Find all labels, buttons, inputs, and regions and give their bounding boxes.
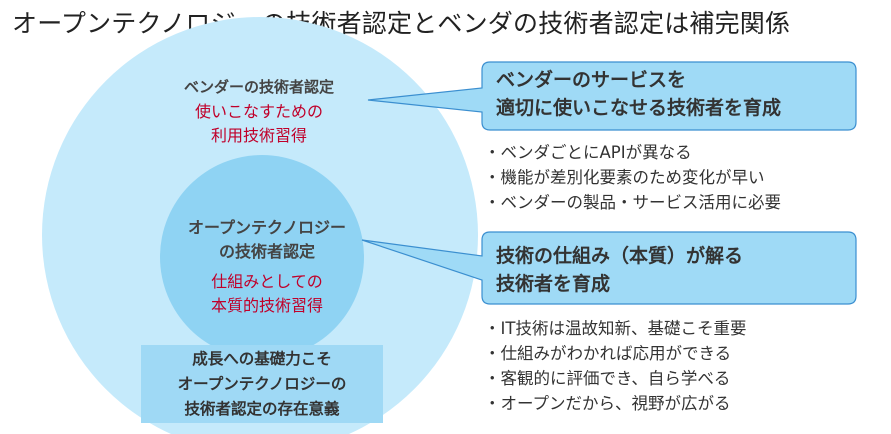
callout-vendor-line: 適切に使いこなせる技術者を育成 [496, 97, 782, 119]
callout-open-line: 技術者を育成 [496, 273, 611, 295]
list-item: IT技術は温故知新、基礎こそ重要 [484, 316, 747, 341]
inner-circle-heading-line: オープンテクノロジー [187, 218, 347, 237]
outer-circle-sub-line: 使いこなすための [194, 102, 323, 121]
list-item: ベンダごとにAPIが異なる [484, 140, 781, 165]
inner-circle [160, 155, 364, 359]
significance-line: 技術者認定の存在意義 [184, 400, 340, 418]
list-item: ベンダーの製品・サービス活用に必要 [484, 190, 782, 215]
significance-line: オープンテクノロジーの [177, 375, 347, 393]
outer-circle-subtext: 使いこなすための 利用技術習得 [150, 100, 368, 148]
list-item: オープンだから、視野が広がる [484, 391, 746, 416]
callout-open-line: 技術の仕組み（本質）が解る [496, 245, 744, 267]
inner-circle-sub-line: 本質的技術習得 [210, 296, 323, 315]
inner-circle-heading: オープンテクノロジー の技術者認定 [160, 216, 374, 264]
callout-open-text: 技術の仕組み（本質）が解る 技術者を育成 [496, 242, 743, 298]
callout-vendor-shape [367, 61, 857, 131]
list-item: 機能が差別化要素のため変化が早い [484, 165, 781, 190]
open-bullet-list: IT技術は温故知新、基礎こそ重要 仕組みがわかれば応用ができる 客観的に評価でき… [484, 316, 747, 416]
outer-circle-heading: ベンダーの技術者認定 [183, 78, 334, 96]
significance-line: 成長への基礎力こそ [192, 350, 332, 368]
callout-vendor-text: ベンダーのサービスを 適切に使いこなせる技術者を育成 [496, 66, 781, 122]
inner-circle-sub-line: 仕組みとしての [211, 272, 323, 291]
callout-open-shape [361, 231, 857, 305]
significance-box: 成長への基礎力こそ オープンテクノロジーの 技術者認定の存在意義 [141, 345, 383, 423]
list-item: 客観的に評価でき、自ら学べる [484, 366, 746, 391]
inner-circle-heading-line: の技術者認定 [218, 242, 315, 261]
inner-circle-subtext: 仕組みとしての 本質的技術習得 [160, 270, 374, 318]
vendor-bullet-list: ベンダごとにAPIが異なる 機能が差別化要素のため変化が早い ベンダーの製品・サ… [484, 140, 782, 215]
outer-circle-sub-line: 利用技術習得 [210, 126, 307, 145]
callout-vendor-line: ベンダーのサービスを [496, 69, 687, 91]
page-title: オープンテクノロジーの技術者認定とベンダの技術者認定は補完関係 [12, 9, 791, 38]
list-item: 仕組みがわかれば応用ができる [484, 341, 746, 366]
